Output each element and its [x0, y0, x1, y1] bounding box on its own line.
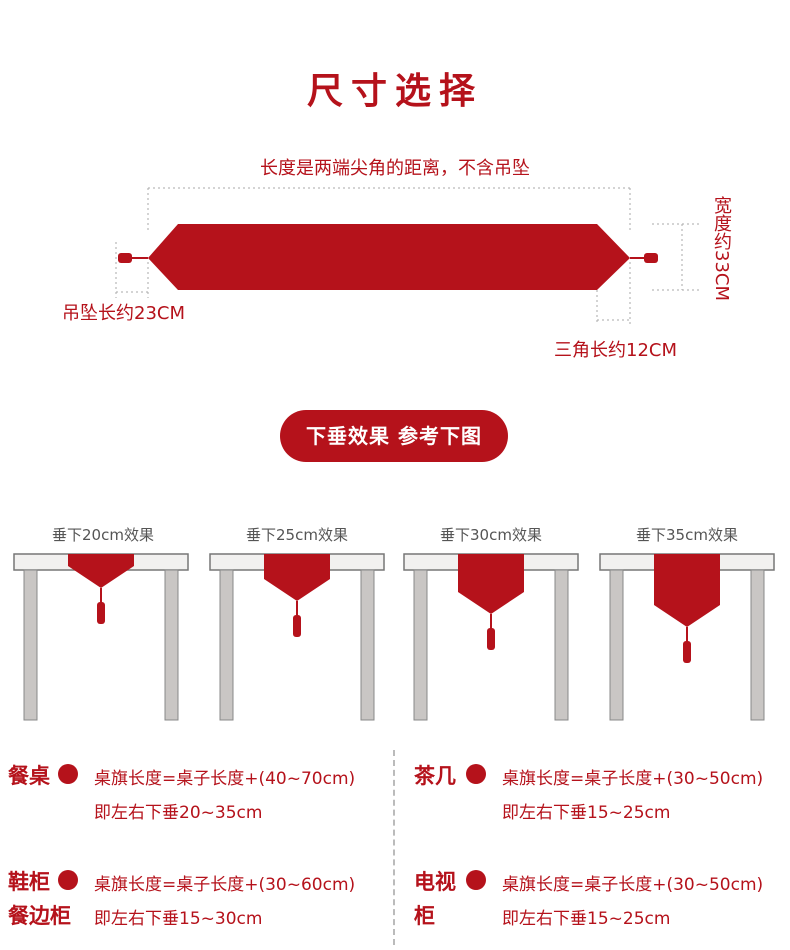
- table-leg: [609, 569, 624, 721]
- runner-diagram: [115, 187, 700, 325]
- info-title: 茶几: [414, 764, 456, 788]
- page-title: 尺寸选择: [306, 71, 483, 112]
- info-drop: 即左右下垂20~35cm: [94, 803, 263, 823]
- drape-effect-pill: 下垂效果 参考下图: [280, 410, 508, 462]
- info-title: 电视: [414, 870, 456, 894]
- info-drop: 即左右下垂15~25cm: [502, 909, 671, 929]
- example-caption: 垂下20cm效果: [52, 526, 154, 544]
- table-leg: [219, 569, 234, 721]
- info-formula: 桌旗长度=桌子长度+(30~50cm): [502, 875, 764, 895]
- right-tassel: [644, 253, 658, 263]
- info-title-2: 餐边柜: [8, 904, 71, 928]
- info-title-2: 柜: [414, 904, 435, 928]
- example-caption: 垂下25cm效果: [246, 526, 348, 544]
- info-dining-table: 餐桌: [8, 760, 50, 790]
- runner-drop: [458, 554, 524, 614]
- triangle-length-label: 三角长约12CM: [554, 340, 678, 361]
- tassel: [97, 602, 105, 624]
- tassel: [487, 628, 495, 650]
- info-formula: 桌旗长度=桌子长度+(30~50cm): [502, 769, 764, 789]
- runner-drop: [654, 554, 720, 627]
- info-coffee-table: 茶几: [414, 760, 456, 790]
- table-runner: [148, 224, 630, 290]
- runner-drop: [68, 554, 134, 588]
- width-label: 宽度约33CM: [711, 196, 732, 302]
- tassel: [293, 615, 301, 637]
- info-formula: 桌旗长度=桌子长度+(40~70cm): [94, 769, 356, 789]
- bullet-dot: [466, 870, 486, 890]
- table-leg: [554, 569, 569, 721]
- length-note: 长度是两端尖角的距离，不含吊坠: [260, 158, 530, 179]
- bullet-dot: [58, 764, 78, 784]
- left-tassel: [118, 253, 132, 263]
- table-leg: [413, 569, 428, 721]
- runner-drop: [264, 554, 330, 601]
- example-caption: 垂下30cm效果: [440, 526, 542, 544]
- info-title: 鞋柜: [8, 870, 50, 894]
- table-leg: [750, 569, 765, 721]
- info-title: 餐桌: [8, 764, 50, 788]
- example-caption: 垂下35cm效果: [636, 526, 738, 544]
- info-drop: 即左右下垂15~25cm: [502, 803, 671, 823]
- bullet-dot: [58, 870, 78, 890]
- info-formula: 桌旗长度=桌子长度+(30~60cm): [94, 875, 356, 895]
- table-leg: [360, 569, 375, 721]
- table-leg: [164, 569, 179, 721]
- divider: [393, 750, 395, 945]
- tassel-length-label: 吊坠长约23CM: [62, 303, 186, 324]
- tassel: [683, 641, 691, 663]
- bullet-dot: [466, 764, 486, 784]
- info-drop: 即左右下垂15~30cm: [94, 909, 263, 929]
- drape-examples: [13, 553, 775, 721]
- table-leg: [23, 569, 38, 721]
